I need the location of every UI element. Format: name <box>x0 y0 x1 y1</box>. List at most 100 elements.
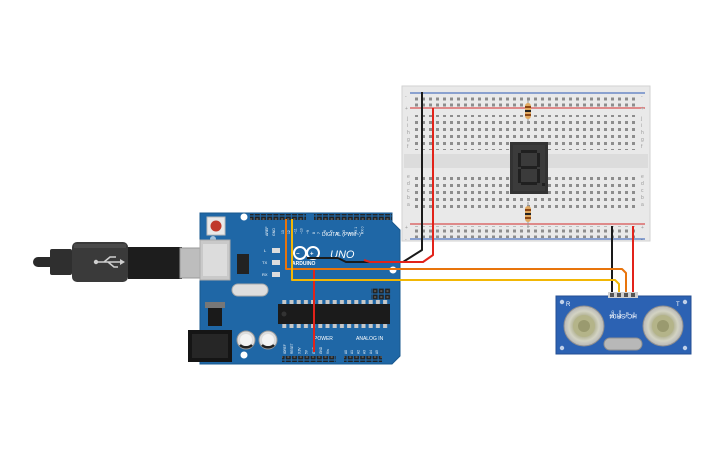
digital-pin-label: ~3 <box>342 230 346 234</box>
analog-pin-label: A3 <box>363 350 367 354</box>
analog-header[interactable] <box>344 356 382 362</box>
sensor-pin-label: GND <box>611 310 615 318</box>
breadboard-row-label: i <box>641 123 642 129</box>
wire-yellow-trig[interactable] <box>291 219 620 296</box>
bottom-power-rail[interactable] <box>414 226 638 238</box>
digital-pin-label: ~10 <box>300 228 304 234</box>
analog-pin-label: A2 <box>356 350 360 354</box>
crystal-oscillator <box>231 283 269 297</box>
breadboard-row-label: c <box>407 188 410 194</box>
mounting-hole <box>240 213 248 221</box>
power-pin-label: 5V <box>305 349 309 354</box>
digital-pin-label: 7 <box>317 232 321 234</box>
digital-pin-label: ~6 <box>323 230 327 234</box>
sensor-corner-label: R <box>566 302 571 308</box>
sensor-corner-label-right: T <box>676 302 680 308</box>
rail-plus-label: + <box>405 106 408 112</box>
sensor-crystal <box>603 337 643 351</box>
arduino-uno-board[interactable]: L TX RX <box>188 212 401 365</box>
rail-plus-label: + <box>641 225 644 231</box>
power-pin-label: IOREF <box>283 344 287 354</box>
digital-pin-label: ~11 <box>293 228 297 234</box>
breadboard-row-label: h <box>407 130 410 136</box>
icsp-header <box>371 288 391 300</box>
analog-header-label: ANALOG IN <box>356 336 384 342</box>
breadboard-row-label: c <box>641 188 644 194</box>
led-tx-label: TX <box>262 260 267 265</box>
breadboard-row-label: j <box>640 116 642 122</box>
breadboard-row-label: h <box>641 130 644 136</box>
capacitor <box>258 330 278 350</box>
digital-pin-label: 13 <box>281 230 285 234</box>
sensor-model-label: HC-SR04 <box>609 312 637 319</box>
analog-pin-label: A0 <box>344 350 348 354</box>
seven-segment-digit <box>518 150 545 186</box>
sensor-pin-header[interactable] <box>608 292 638 298</box>
breadboard-row-label: g <box>641 137 644 143</box>
arduino-brand-label: ARDUINO <box>292 261 315 267</box>
sensor-pin-label: Echo <box>618 310 622 318</box>
digital-header[interactable] <box>250 214 392 220</box>
digital-header-label: DIGITAL (PWM~) <box>322 232 361 238</box>
power-header-label: POWER <box>314 336 333 342</box>
breadboard-row-label: d <box>407 181 410 187</box>
digital-pin-label: 12 <box>287 230 291 234</box>
gnd-label: GND <box>272 228 276 236</box>
wire-red-5v[interactable] <box>403 108 434 263</box>
aref-label: AREF <box>265 226 269 236</box>
dc-power-jack <box>188 330 232 362</box>
breadboard-row-label: a <box>407 202 410 208</box>
svg-text:+: + <box>310 252 314 258</box>
breadboard-row-label: i <box>407 123 408 129</box>
usb-cable[interactable] <box>0 242 217 282</box>
breadboard-row-label: b <box>407 195 410 201</box>
breadboard-row-label: e <box>407 174 410 180</box>
breadboard-row-label: b <box>641 195 644 201</box>
svg-text:−: − <box>296 252 300 258</box>
ultrasonic-transducer-right <box>642 305 684 347</box>
ultrasonic-transducer-left <box>563 305 605 347</box>
seven-segment-display[interactable] <box>510 142 548 194</box>
breadboard-row-label: a <box>641 202 644 208</box>
wire-orange-echo[interactable] <box>285 219 627 296</box>
power-pin-label: Vin <box>326 349 330 354</box>
power-pin-label: RESET <box>290 343 294 354</box>
voltage-regulator <box>208 304 222 326</box>
analog-pin-label: A4 <box>369 350 373 354</box>
rail-minus-label: - <box>641 94 643 100</box>
digital-pin-label: ~9 <box>306 230 310 234</box>
wire-red-5v[interactable] <box>363 259 403 263</box>
digital-pin-label: TX 1 <box>354 227 358 234</box>
rail-minus-label: - <box>405 94 407 100</box>
digital-pin-label: 4 <box>336 232 340 234</box>
breadboard-row-label: f <box>407 144 409 150</box>
usb-chip <box>237 254 249 274</box>
resistor-bottom[interactable] <box>525 202 531 228</box>
digital-pin-label: ~5 <box>329 230 333 234</box>
capacitor <box>236 330 256 350</box>
rail-plus-label: + <box>641 106 644 112</box>
led-rx-label: RX <box>262 272 268 277</box>
digital-pin-label: 2 <box>348 232 352 234</box>
top-power-rail[interactable] <box>414 95 638 107</box>
power-pin-label: 3.3V <box>297 347 301 354</box>
breadboard-row-label: g <box>407 137 410 143</box>
digital-pin-label: RX 0 <box>360 226 364 234</box>
atmega-chip <box>278 300 390 328</box>
resistor-top[interactable] <box>525 100 531 124</box>
sensor-pin-label: Vcc <box>632 312 636 318</box>
analog-pin-label: A5 <box>375 350 379 354</box>
breadboard-row-label: j <box>406 116 408 122</box>
breadboard-row-label: d <box>641 181 644 187</box>
digital-pin-label: 8 <box>312 232 316 234</box>
power-header[interactable] <box>282 356 336 362</box>
led-l-label: L <box>264 248 267 253</box>
breadboard-row-label: f <box>641 144 643 150</box>
reset-button[interactable] <box>206 216 226 236</box>
